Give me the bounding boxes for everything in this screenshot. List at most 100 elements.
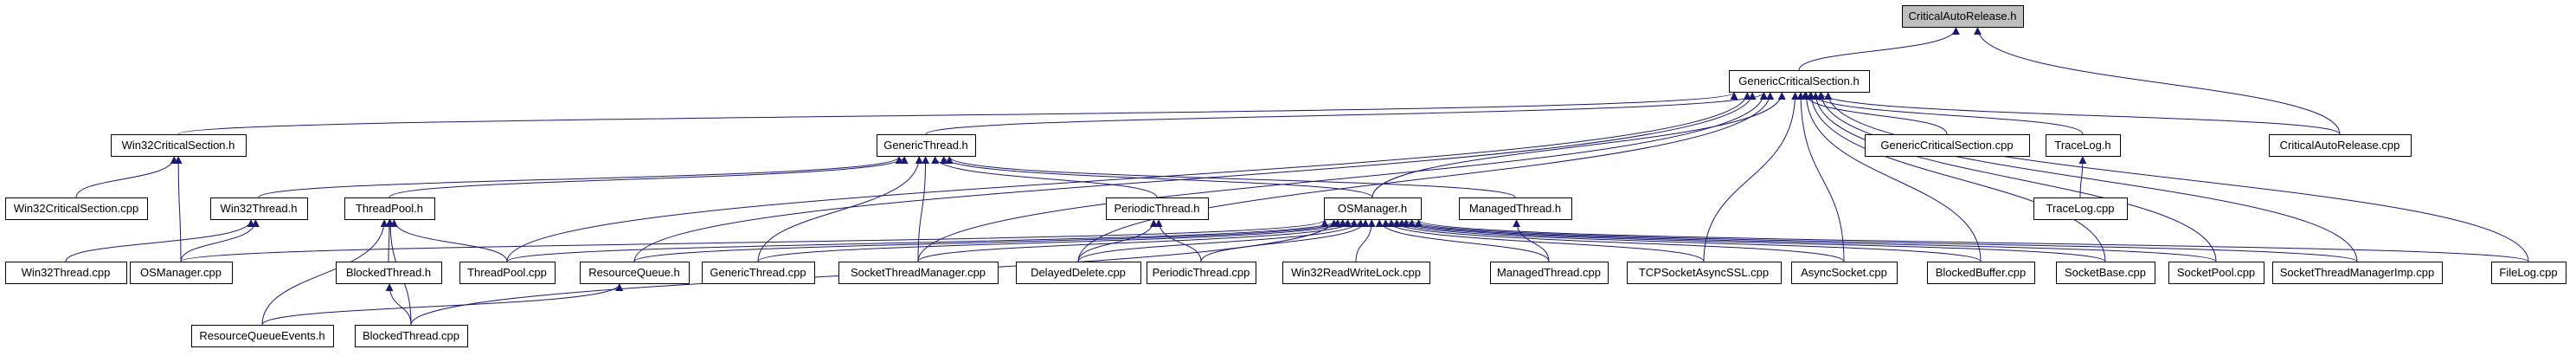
file-node-bb-cpp[interactable]: BlockedBuffer.cpp: [1927, 262, 2035, 284]
edge-tl_h-to-gcs_h: [1806, 92, 2084, 135]
file-node-tl-h[interactable]: TraceLog.h: [2046, 134, 2121, 157]
file-node-gt-h[interactable]: GenericThread.h: [877, 134, 976, 157]
file-node-box: [130, 262, 233, 284]
file-node-gcs-h[interactable]: GenericCriticalSection.h: [1729, 70, 1870, 93]
edge-osm_cpp-to-osm_h: [180, 219, 1329, 262]
file-node-stmi-cpp[interactable]: SocketThreadManagerImp.cpp: [2272, 262, 2443, 284]
file-node-label: CriticalAutoRelease.h: [1908, 10, 2016, 23]
file-node-label: Win32CriticalSection.h: [122, 139, 235, 152]
edge-as_cpp-to-osm_h: [1387, 219, 1845, 262]
file-node-label: OSManager.h: [1338, 202, 1407, 215]
edge-pt_h-to-gt_h: [931, 156, 1158, 198]
edge-stm_cpp-to-gt_h: [917, 156, 930, 262]
file-node-stm-cpp[interactable]: SocketThreadManager.cpp: [838, 262, 999, 284]
file-node-box: [2033, 197, 2128, 220]
file-node-tp-h[interactable]: ThreadPool.h: [344, 197, 435, 220]
file-node-w32cs-cpp[interactable]: Win32CriticalSection.cpp: [5, 197, 148, 220]
file-node-box: [2269, 134, 2412, 157]
file-node-bt-cpp[interactable]: BlockedThread.cpp: [355, 325, 468, 347]
file-node-car-h: CriticalAutoRelease.h: [1902, 5, 2024, 28]
edge-tp_cpp-to-osm_h: [506, 219, 1342, 262]
file-node-box: [838, 262, 999, 284]
file-node-sp-cpp[interactable]: SocketPool.cpp: [2168, 262, 2264, 284]
file-node-w32t-h[interactable]: Win32Thread.h: [210, 197, 308, 220]
edge-rq_h-to-osm_h: [633, 219, 1347, 262]
file-node-label: BlockedThread.h: [346, 266, 431, 279]
file-node-w32cs-h[interactable]: Win32CriticalSection.h: [111, 134, 247, 157]
edge-rqe_h-to-tp_h: [261, 219, 389, 326]
file-node-box: [1147, 262, 1256, 284]
file-node-label: SocketThreadManager.cpp: [851, 266, 986, 279]
file-node-osm-cpp[interactable]: OSManager.cpp: [130, 262, 233, 284]
file-node-box: [336, 262, 442, 284]
file-node-label: SocketPool.cpp: [2177, 266, 2255, 279]
edge-w32cs_cpp-to-w32cs_h: [75, 156, 178, 198]
file-node-rqe-h[interactable]: ResourceQueueEvents.h: [191, 325, 334, 347]
file-node-car-cpp[interactable]: CriticalAutoRelease.cpp: [2269, 134, 2412, 157]
file-node-as-cpp[interactable]: AsyncSocket.cpp: [1791, 262, 1898, 284]
file-node-gt-cpp[interactable]: GenericThread.cpp: [702, 262, 815, 284]
edge-car_cpp-to-car_h: [1973, 27, 2341, 135]
file-node-box: [210, 197, 308, 220]
edge-bb_cpp-to-gcs_h: [1802, 92, 1982, 262]
file-node-box: [1865, 134, 2030, 157]
file-node-label: SocketThreadManagerImp.cpp: [2280, 266, 2434, 279]
file-node-osm-h[interactable]: OSManager.h: [1324, 197, 1422, 220]
file-node-gcs-cpp[interactable]: GenericCriticalSection.cpp: [1865, 134, 2030, 157]
file-node-box: [355, 325, 468, 347]
file-node-mt-h[interactable]: ManagedThread.h: [1459, 197, 1572, 220]
file-node-box: [5, 262, 127, 284]
edge-mt_h-to-gt_h: [945, 156, 1516, 198]
file-node-pt-cpp[interactable]: PeriodicThread.cpp: [1147, 262, 1256, 284]
file-node-label: CriticalAutoRelease.cpp: [2280, 139, 2400, 152]
file-node-tcpssl-cpp[interactable]: TCPSocketAsyncSSL.cpp: [1627, 262, 1782, 284]
file-node-box: [877, 134, 976, 157]
file-node-box: [1282, 262, 1430, 284]
edge-osm_h-to-gt_h: [940, 156, 1373, 198]
file-node-w32t-cpp[interactable]: Win32Thread.cpp: [5, 262, 127, 284]
file-node-label: TraceLog.cpp: [2046, 202, 2114, 215]
edge-mt_cpp-to-mt_h: [1513, 219, 1550, 262]
file-node-label: AsyncSocket.cpp: [1801, 266, 1887, 279]
edge-tp_cpp-to-gcs_h: [506, 92, 1751, 262]
file-node-label: GenericThread.cpp: [710, 266, 806, 279]
file-node-box: [1627, 262, 1782, 284]
file-node-mt-cpp[interactable]: ManagedThread.cpp: [1490, 262, 1609, 284]
edge-as_cpp-to-gcs_h: [1796, 92, 1845, 262]
file-node-w32rwl-cpp[interactable]: Win32ReadWriteLock.cpp: [1282, 262, 1430, 284]
file-node-box: [2491, 262, 2566, 284]
edge-sb_cpp-to-gcs_h: [1807, 92, 2106, 262]
file-node-label: ManagedThread.cpp: [1497, 266, 1601, 279]
file-node-label: DelayedDelete.cpp: [1031, 266, 1126, 279]
edge-mt_cpp-to-osm_h: [1375, 219, 1550, 262]
edge-stmi_cpp-to-gcs_h: [1817, 92, 2358, 262]
edge-tcpssl_cpp-to-gcs_h: [1703, 92, 1800, 262]
edge-w32rwl_cpp-to-osm_h: [1355, 219, 1376, 262]
file-node-bt-h[interactable]: BlockedThread.h: [336, 262, 442, 284]
file-node-box: [1324, 197, 1422, 220]
file-node-label: ResourceQueueEvents.h: [199, 329, 324, 342]
file-node-rq-h[interactable]: ResourceQueue.h: [580, 262, 690, 284]
edge-gcs_cpp-to-gcs_h: [1801, 92, 1948, 135]
edge-gcs_h-to-car_h: [1798, 27, 1960, 71]
file-node-tl-cpp[interactable]: TraceLog.cpp: [2033, 197, 2128, 220]
edge-fl_cpp-to-osm_h: [1415, 219, 2529, 262]
edge-fl_cpp-to-gcs_h: [1824, 92, 2529, 262]
file-node-label: Win32Thread.cpp: [22, 266, 111, 279]
edge-car_cpp-to-gcs_h: [1816, 92, 2341, 135]
file-node-label: ManagedThread.h: [1469, 202, 1561, 215]
file-node-dd-cpp[interactable]: DelayedDelete.cpp: [1016, 262, 1141, 284]
file-node-sb-cpp[interactable]: SocketBase.cpp: [2056, 262, 2155, 284]
edge-dd_cpp-to-osm_h: [1077, 219, 1365, 262]
file-node-label: PeriodicThread.cpp: [1153, 266, 1250, 279]
edge-tl_cpp-to-tl_h: [2078, 156, 2087, 198]
edge-w32cs_h-to-gcs_h: [177, 92, 1738, 135]
edge-dd_cpp-to-gcs_h: [1077, 92, 1775, 262]
file-node-box: [2168, 262, 2264, 284]
file-node-box: [111, 134, 247, 157]
dependency-edges: [65, 27, 2529, 326]
file-node-fl-cpp[interactable]: FileLog.cpp: [2491, 262, 2566, 284]
file-node-pt-h[interactable]: PeriodicThread.h: [1106, 197, 1209, 220]
file-node-tp-cpp[interactable]: ThreadPool.cpp: [459, 262, 556, 284]
